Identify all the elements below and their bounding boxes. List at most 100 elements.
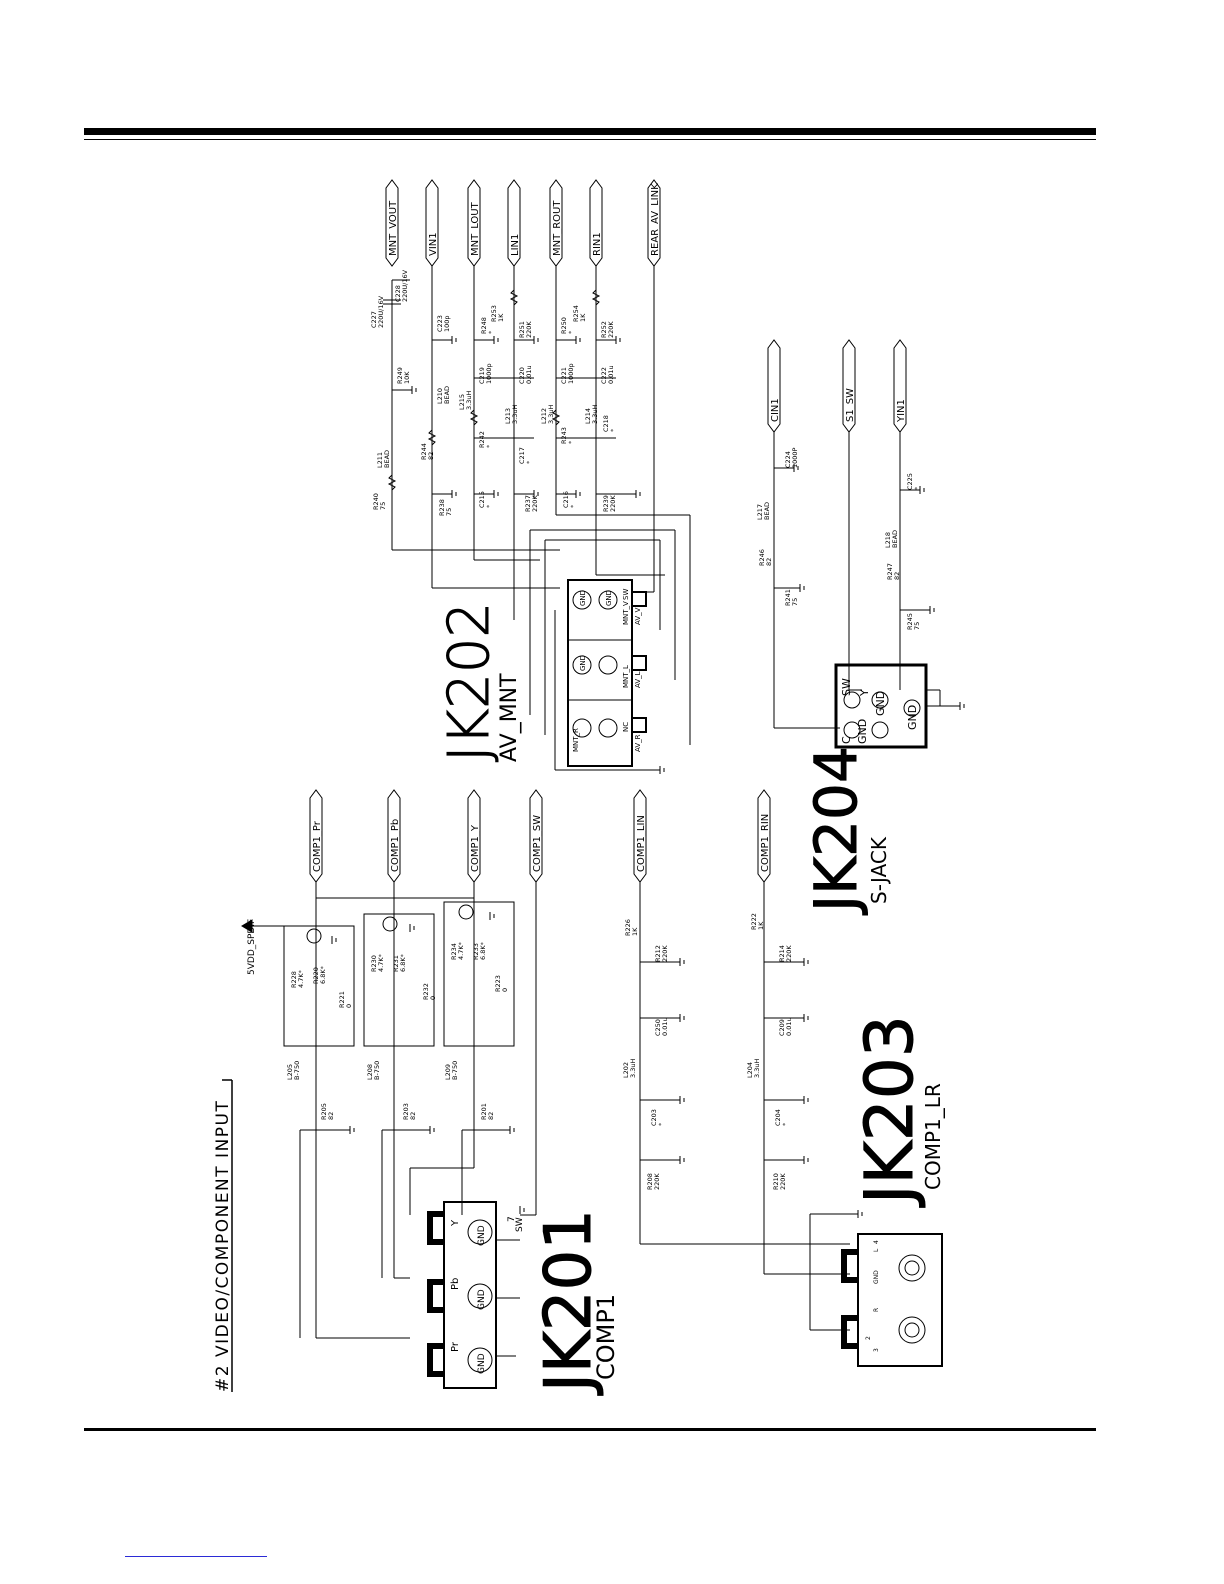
part-l205: L205B-750 — [286, 1061, 301, 1080]
part-r226: R2261K — [624, 919, 639, 936]
part-value: 220K — [531, 495, 539, 512]
part-r210: R210220K — [772, 1173, 787, 1190]
jk203-jack-inner — [904, 1260, 920, 1276]
transistor — [382, 916, 398, 932]
port-label-cin1: CIN1 — [770, 398, 781, 422]
part-ref: C219 — [478, 367, 486, 384]
jk204-pin-c: C — [840, 736, 853, 744]
part-c223: C223100p — [436, 315, 451, 332]
part-r253: R2531K — [490, 305, 505, 322]
part-value: 3.3uH — [591, 405, 599, 424]
part-l208: L208B-750 — [366, 1061, 381, 1080]
part-value: 3.3uH — [465, 391, 473, 410]
part-ref: R212 — [654, 945, 662, 962]
part-c209: C2090.01u — [778, 1017, 793, 1036]
part-c217: C217* — [518, 447, 533, 464]
part-ref: C215 — [478, 491, 486, 508]
part-ref: C203 — [650, 1109, 658, 1126]
part-r246: R24682 — [758, 549, 773, 566]
part-ref: C220 — [518, 367, 526, 384]
part-r214: R214220K — [778, 945, 793, 962]
part-value: * — [567, 440, 575, 444]
jk201-name: COMP1 — [592, 1294, 620, 1380]
power-label: 5VDD_SPDIF — [247, 919, 257, 975]
part-ref: R221 — [338, 991, 346, 1008]
part-r233: R2336.8K* — [472, 941, 487, 960]
ground-symbols — [411, 336, 665, 774]
jk201-pin-gnd: GND — [477, 1289, 487, 1310]
part-ref: R245 — [906, 613, 914, 630]
parts-av: C227220U/16VC228220U/16VR24910KC223100pL… — [370, 269, 617, 516]
part-ref: L213 — [504, 408, 512, 424]
jk202-pin-gnd: GND — [579, 655, 587, 671]
part-r231: R2316.8K* — [392, 953, 407, 972]
part-ref: C250 — [654, 1019, 662, 1036]
jk202-jack — [572, 590, 592, 610]
jk201-pin-gnd: GND — [477, 1353, 487, 1374]
part-ref: R248 — [480, 317, 488, 334]
jk203-jack — [898, 1316, 926, 1344]
part-ref: R249 — [396, 367, 404, 384]
part-ref: R230 — [370, 955, 378, 972]
part-value: 10K — [403, 371, 411, 384]
part-ref: R231 — [392, 955, 400, 972]
part-value: 75 — [913, 622, 921, 630]
jk201-jack — [467, 1347, 493, 1373]
part-value: 100p — [443, 315, 451, 332]
part-ref: L204 — [746, 1062, 754, 1078]
port-flag-s1-sw — [842, 339, 856, 433]
part-ref: R244 — [420, 443, 428, 460]
part-r241: R24175 — [784, 589, 799, 606]
part-value: 3.3uH — [753, 1059, 761, 1078]
part-value: 220U/16V — [377, 295, 385, 328]
part-r230: R2304.7K* — [370, 953, 385, 972]
bias-network — [443, 901, 515, 1047]
part-value: * — [525, 460, 533, 464]
port-label-rin1: RIN1 — [592, 232, 603, 256]
port-label-yin1: YIN1 — [896, 399, 907, 423]
part-value: 3.3uH — [547, 405, 555, 424]
part-value: 220U/16V — [401, 269, 409, 302]
jk204-pin — [843, 691, 861, 709]
part-r220: R2206.8K* — [312, 965, 327, 984]
part-c228: C228220U/16V — [394, 269, 409, 302]
part-r237: R237220K — [524, 495, 539, 512]
part-r201: R20182 — [480, 1103, 495, 1120]
part-value: 220K — [609, 495, 617, 512]
part-l209: L209B-750 — [444, 1061, 459, 1080]
part-ref: R253 — [490, 305, 498, 322]
part-value: BEAD — [383, 450, 391, 468]
part-l204: L2043.3uH — [746, 1059, 761, 1078]
jk204-ref: JK204 — [802, 746, 870, 915]
jk203-tabs — [841, 1249, 858, 1349]
part-value: 82 — [487, 1112, 495, 1120]
part-l211: L211BEAD — [376, 450, 391, 468]
jk203-pin-r: R — [873, 1308, 880, 1312]
jk203-pin-4: 4 — [873, 1240, 880, 1244]
jk203-ref: JK203 — [851, 1015, 928, 1208]
part-ref: C227 — [370, 311, 378, 328]
jk201-pin-gnd: GND — [477, 1225, 487, 1246]
port-label-comp1-y: COMP1_Y — [470, 824, 481, 872]
part-r251: R251220K — [518, 321, 533, 338]
part-value: 75 — [791, 598, 799, 606]
part-value: 4.7K* — [457, 941, 465, 960]
part-value: B-750 — [373, 1061, 381, 1080]
transistor — [306, 928, 322, 944]
part-r249: R24910K — [396, 367, 411, 384]
part-r248: R248* — [480, 317, 495, 334]
part-ref: C225 — [906, 473, 914, 490]
part-ref: C216 — [562, 491, 570, 508]
part-c225: C225* — [906, 473, 921, 490]
jk204-name: S-JACK — [867, 836, 891, 904]
jk202-pin-av-v: AV_V — [634, 607, 642, 625]
part-value: BEAD — [443, 386, 451, 404]
part-value: 3.3uH — [511, 405, 519, 424]
header-thin-rule — [84, 139, 1096, 140]
ground-symbols — [793, 464, 965, 710]
jk204-pin-sw: SW — [840, 678, 853, 696]
part-ref: L212 — [540, 408, 548, 424]
